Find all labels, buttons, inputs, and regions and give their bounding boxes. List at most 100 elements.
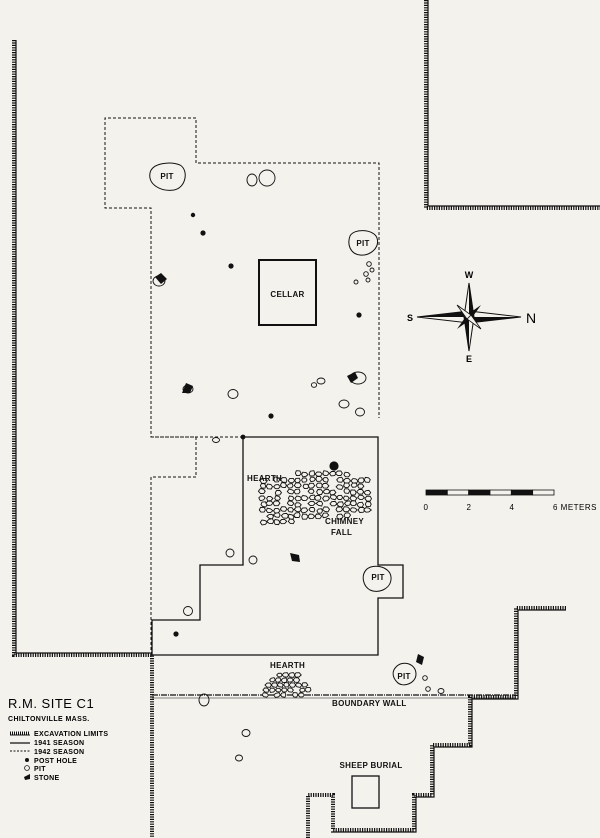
compass-label-s: S [407, 313, 413, 323]
hearth-stone [357, 494, 365, 500]
hearth-stone [297, 692, 306, 698]
small-pit [258, 169, 276, 187]
hearth-stone [274, 677, 282, 683]
cellar-outline [258, 259, 317, 326]
hearth-stone [286, 500, 295, 507]
hearth-stone [356, 488, 365, 495]
legend-stone-symbol [24, 774, 30, 780]
post-hole [356, 312, 362, 318]
hearth-stone [266, 496, 274, 502]
hearth-stone [283, 682, 290, 688]
hearth-stone [309, 476, 316, 483]
hearth-stone [261, 692, 270, 698]
hearth-stone [292, 677, 301, 683]
hearth-stone [266, 513, 274, 520]
post-hole [190, 212, 196, 218]
hearth-stone [314, 471, 323, 477]
north-east-excavation-limit [424, 0, 600, 210]
north-east-excavation-limit-inner [427, 0, 600, 207]
hearth-stone [280, 512, 290, 519]
hearth-stone [280, 687, 288, 693]
pit-north-label: PIT [160, 172, 173, 181]
small-pit [422, 675, 428, 681]
hearth-stone [315, 482, 324, 489]
hearth-stone [329, 494, 338, 501]
scale-tick-0: 0 [424, 503, 429, 512]
legend-excavation-limits-label: EXCAVATION LIMITS [34, 731, 108, 738]
hearth-south-label: HEARTH [270, 661, 305, 670]
hearth-stone [304, 687, 312, 693]
boundary-wall-label: BOUNDARY WALL [332, 699, 407, 708]
hearth-stone [357, 506, 366, 513]
legend-1941-season-label: 1941 SEASON [34, 740, 84, 747]
cellar-label: CELLAR [270, 290, 304, 299]
legend-excavation-limits-symbol [10, 731, 30, 736]
hearth-stone [349, 500, 357, 507]
pit-feature: PIT [149, 162, 186, 191]
hearth-stone [265, 483, 274, 490]
hearth-stone [294, 682, 303, 688]
scale-segment [510, 489, 534, 496]
scale-segment [425, 489, 448, 496]
hearth-stone [257, 488, 266, 494]
hearth-stone [336, 501, 344, 508]
hearth-stone [272, 500, 281, 507]
legend-pit-label: PIT [34, 766, 46, 773]
post-hole [240, 434, 246, 440]
small-pit [355, 407, 365, 417]
hearth-stone [321, 512, 330, 519]
hearth-stone [293, 506, 302, 513]
small-pit [353, 279, 359, 285]
hearth-stone [322, 506, 331, 513]
scale-segment [446, 489, 470, 496]
post-hole [329, 461, 339, 471]
small-pit [425, 686, 431, 692]
hearth-stone [363, 507, 373, 513]
scale-bar [425, 489, 555, 496]
hearth-stone [287, 507, 295, 513]
season-1942-boundary-west [150, 436, 197, 655]
isolated-stones [155, 273, 424, 665]
hearth-stone [336, 476, 344, 483]
small-pit [369, 267, 375, 273]
hearth-stone [268, 687, 277, 693]
hearth-stone [286, 483, 294, 489]
hearth-stone [279, 518, 288, 525]
post-hole [228, 263, 234, 269]
hearth-stone [299, 687, 307, 693]
hearth-stone [308, 470, 316, 477]
small-pit [366, 261, 372, 267]
scale-tick-4: 4 [510, 503, 515, 512]
post-holes [173, 212, 362, 637]
hearth-stone [286, 677, 295, 683]
hearth-stone [335, 506, 344, 513]
hearth-stone [293, 512, 301, 518]
hearth-stone [335, 484, 344, 490]
hearth-stone [343, 471, 351, 478]
pit-east-label: PIT [371, 573, 384, 582]
pit-southeast-outline [392, 662, 417, 686]
hearth-stone [314, 513, 323, 520]
hearth-stone [329, 500, 338, 507]
hearth-stone [301, 682, 309, 688]
hearth-stone [343, 500, 352, 506]
hearth-stone [286, 488, 296, 495]
small-pits [152, 169, 445, 762]
hearth-stone [322, 470, 330, 476]
hearth-stone [300, 507, 309, 514]
hearth-stone [269, 677, 276, 683]
hearth-stone [265, 500, 274, 506]
hearth-stone [287, 672, 296, 678]
scale-segment [468, 489, 491, 496]
hearth-stone [322, 488, 331, 495]
hearth-stone [280, 692, 287, 698]
hearth-stone [301, 513, 309, 520]
hearth-stone [258, 506, 266, 513]
small-pit [363, 271, 369, 277]
hearth-stone [307, 482, 316, 489]
season-1941-boundary [151, 436, 404, 656]
hearth-stone [307, 513, 316, 520]
hearth-stone [363, 489, 372, 496]
small-pit [365, 277, 371, 283]
compass-label-w: W [465, 270, 474, 280]
